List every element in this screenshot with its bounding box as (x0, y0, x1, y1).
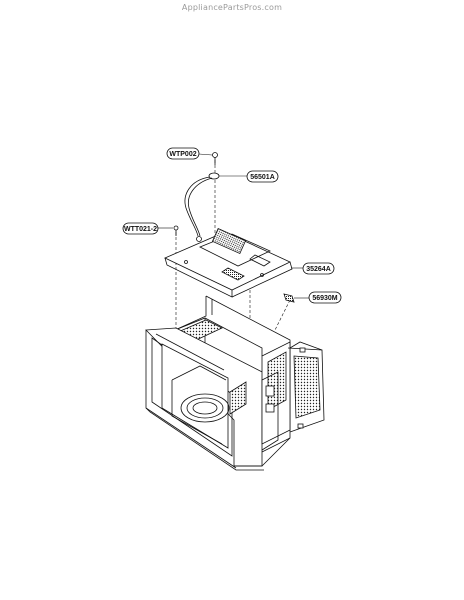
assembly-guide-lines (175, 160, 291, 331)
callout-label: 35264A (306, 266, 331, 273)
fuse-holder-wire (184, 172, 220, 242)
callout-label: WTT021-2 (124, 226, 157, 233)
top-cover-plate (164, 227, 293, 298)
watermark: AppliancePartsPros.com (181, 3, 283, 12)
callout-56930m: 56930M (294, 291, 342, 304)
callout-label: 56930M (312, 295, 337, 302)
callout-label: WTP002 (169, 151, 196, 158)
callout-wtp002: WTP002 (166, 147, 213, 160)
callout-35264a: 35264A (291, 262, 335, 275)
cabinet-body (145, 295, 325, 471)
callout-wtt021: WTT021-2 (122, 222, 173, 235)
screw (173, 225, 179, 236)
thermal-protector (212, 152, 218, 165)
callout-label: 56501A (250, 174, 275, 181)
clip (283, 293, 295, 303)
callout-56501a: 56501A (219, 170, 279, 183)
